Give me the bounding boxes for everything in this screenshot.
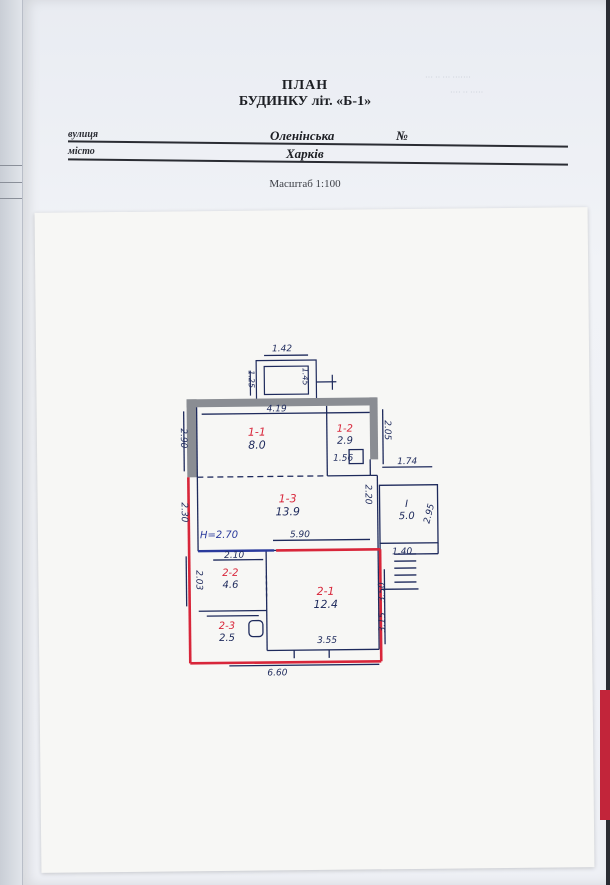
- page-rule: [0, 165, 22, 166]
- wall-gray: [186, 399, 198, 478]
- room-area: 5.0: [398, 510, 415, 523]
- dimension-label: 2.03: [193, 570, 204, 591]
- room-area: 8.0: [248, 438, 266, 452]
- room-1-1: 1-1 8.0: [237, 425, 277, 452]
- room-2-3: 2-3 2.5: [209, 621, 245, 645]
- room-2-1: 2-1 12.4: [303, 585, 347, 611]
- dimension-label: 2.20: [362, 484, 373, 505]
- dimension-label: 2.10: [224, 550, 245, 561]
- room-area: 2.5: [219, 632, 236, 645]
- room-id: 1-1: [247, 425, 266, 439]
- page-rule: [0, 198, 22, 199]
- room-id: 1-3: [278, 492, 297, 506]
- faded-print: ··· ·· ··· ·······: [425, 73, 471, 82]
- dimension-label: 3.50: [377, 582, 388, 603]
- room-id: 2-1: [316, 584, 335, 598]
- dimension-label: 1.45: [300, 367, 310, 386]
- dimension-label: 2.90: [177, 428, 189, 449]
- room-area: 2.9: [336, 435, 353, 447]
- room-1-2: 1-2 2.9: [329, 424, 361, 448]
- number-label: №: [396, 128, 408, 143]
- floor-plan-sheet: 1-1 8.0 1-2 2.9 1-3 13.9 2-1 12.4 2-2 4.…: [34, 207, 595, 873]
- faded-print: ···· ·· ·····: [450, 88, 484, 97]
- blue-wall: [198, 549, 275, 553]
- page-rule: [0, 182, 22, 183]
- dimension-label: 6.60: [267, 668, 288, 679]
- dimension-label: 4.19: [266, 404, 287, 415]
- room-area: 4.6: [222, 579, 239, 591]
- floor-plan: [182, 354, 439, 667]
- room-1-3: 1-3 13.9: [266, 492, 310, 518]
- wall-gray-right: [369, 397, 379, 460]
- room-id: 2-2: [222, 567, 239, 579]
- dimension-label: 2.05: [381, 420, 392, 441]
- dimension-label: 3.15: [377, 612, 388, 633]
- wall-gray-top: [186, 397, 377, 408]
- ceiling-height-note: H=2.70: [199, 529, 239, 542]
- dimension-label: 1.40: [392, 546, 413, 558]
- dimension-label: 1.56: [333, 453, 354, 464]
- dimension-label: 1.42: [271, 344, 293, 355]
- street-label: вулиця: [68, 129, 99, 140]
- document-title: ПЛАН: [281, 78, 329, 93]
- city-value: Харків: [286, 146, 324, 161]
- red-walls: [187, 477, 383, 665]
- dimension-label: 5.90: [289, 530, 311, 541]
- dimension-label: 3.55: [317, 635, 338, 646]
- red-binder-edge: [600, 690, 610, 820]
- street-value: Оленінська: [270, 128, 335, 143]
- dimension-label: 2.30: [178, 502, 189, 523]
- room-area: 12.4: [313, 597, 338, 612]
- scale-label: Масштаб 1:100: [269, 178, 341, 190]
- room-area: 13.9: [275, 505, 301, 519]
- city-label: місто: [68, 146, 95, 157]
- room-annex-i: I 5.0: [392, 499, 422, 523]
- room-id: 2-3: [218, 620, 236, 633]
- document-subtitle: БУДИНКУ літ. «Б-1»: [238, 94, 372, 109]
- dimension-label: 1.25: [246, 370, 256, 389]
- room-id: I: [405, 499, 409, 511]
- room-2-2: 2-2 4.6: [210, 568, 250, 592]
- dimension-label: 1.74: [397, 456, 418, 468]
- vestibule-inner: [263, 365, 310, 396]
- room-id: 1-2: [336, 423, 354, 435]
